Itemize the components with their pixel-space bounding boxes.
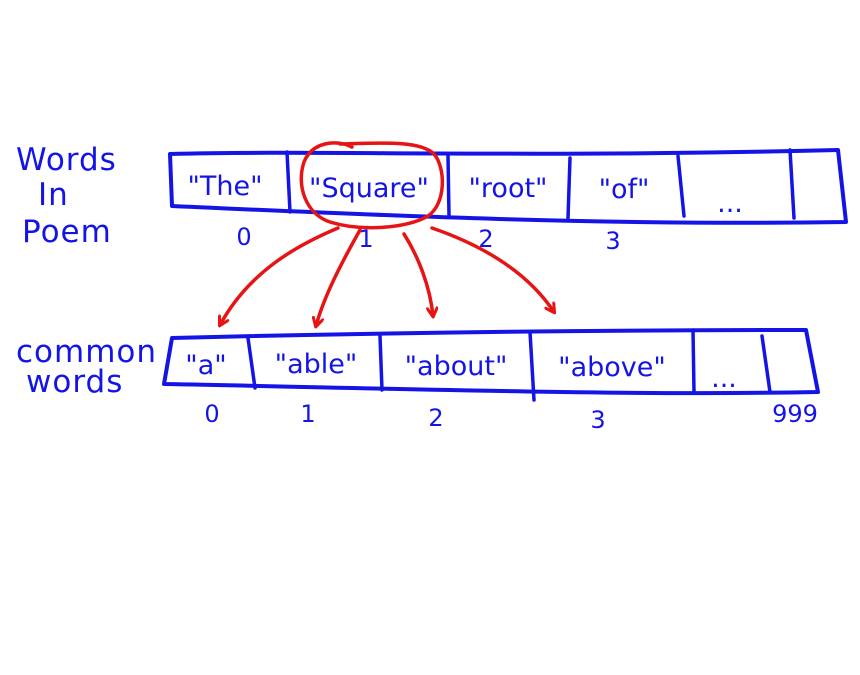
poem-index-3: 3 (605, 227, 620, 255)
common-label: common words (16, 334, 157, 400)
poem-cell-4: ... (717, 188, 743, 219)
poem-index-2: 2 (478, 225, 493, 253)
arrow-to-common-3 (430, 226, 554, 312)
common-cell-divider (528, 330, 536, 402)
poem-array-outline (168, 148, 848, 225)
arrow-to-common-1 (316, 228, 362, 326)
poem-cell-divider (285, 150, 292, 214)
poem-array: "The" "Square" "root" "of" ... 0 1 2 3 (168, 148, 848, 255)
common-cell-4: ... (711, 363, 737, 394)
common-array: "a" "able" "about" "above" ... 0 1 2 3 9… (162, 328, 820, 434)
poem-cell-3: "of" (599, 174, 650, 205)
poem-label: Words In Poem (16, 142, 117, 250)
common-cell-2: "about" (405, 351, 508, 382)
poem-label-line-1: Words (16, 142, 117, 178)
arrow-to-common-2 (402, 232, 433, 316)
common-cell-divider (378, 334, 384, 392)
highlight-circle (299, 141, 445, 230)
common-index-999: 999 (772, 400, 818, 428)
highlight-annotation (220, 141, 554, 326)
poem-cell-divider (446, 154, 451, 218)
common-index-3: 3 (590, 406, 605, 434)
poem-cell-1: "Square" (309, 173, 429, 204)
poem-label-line-2: In (38, 177, 69, 213)
common-cell-divider (691, 328, 696, 394)
common-index-1: 1 (300, 400, 315, 428)
common-label-line-2: words (26, 364, 123, 400)
poem-cell-divider (566, 156, 572, 220)
poem-cell-0: "The" (187, 171, 262, 202)
poem-label-line-3: Poem (22, 214, 112, 250)
common-index-0: 0 (204, 400, 219, 428)
common-cell-0: "a" (185, 350, 226, 381)
common-cell-divider (760, 334, 772, 394)
common-array-outline (162, 328, 820, 396)
arrow-to-common-0 (220, 226, 340, 325)
poem-cell-divider (676, 154, 686, 218)
common-label-line-1: common (16, 334, 157, 370)
poem-index-0: 0 (236, 223, 251, 251)
common-cell-3: "above" (558, 352, 666, 383)
common-index-2: 2 (428, 404, 443, 432)
common-cell-divider (246, 336, 257, 390)
poem-index-1: 1 (358, 225, 373, 253)
common-cell-1: "able" (275, 349, 358, 380)
poem-cell-divider (788, 148, 796, 220)
poem-cell-2: "root" (469, 173, 548, 204)
